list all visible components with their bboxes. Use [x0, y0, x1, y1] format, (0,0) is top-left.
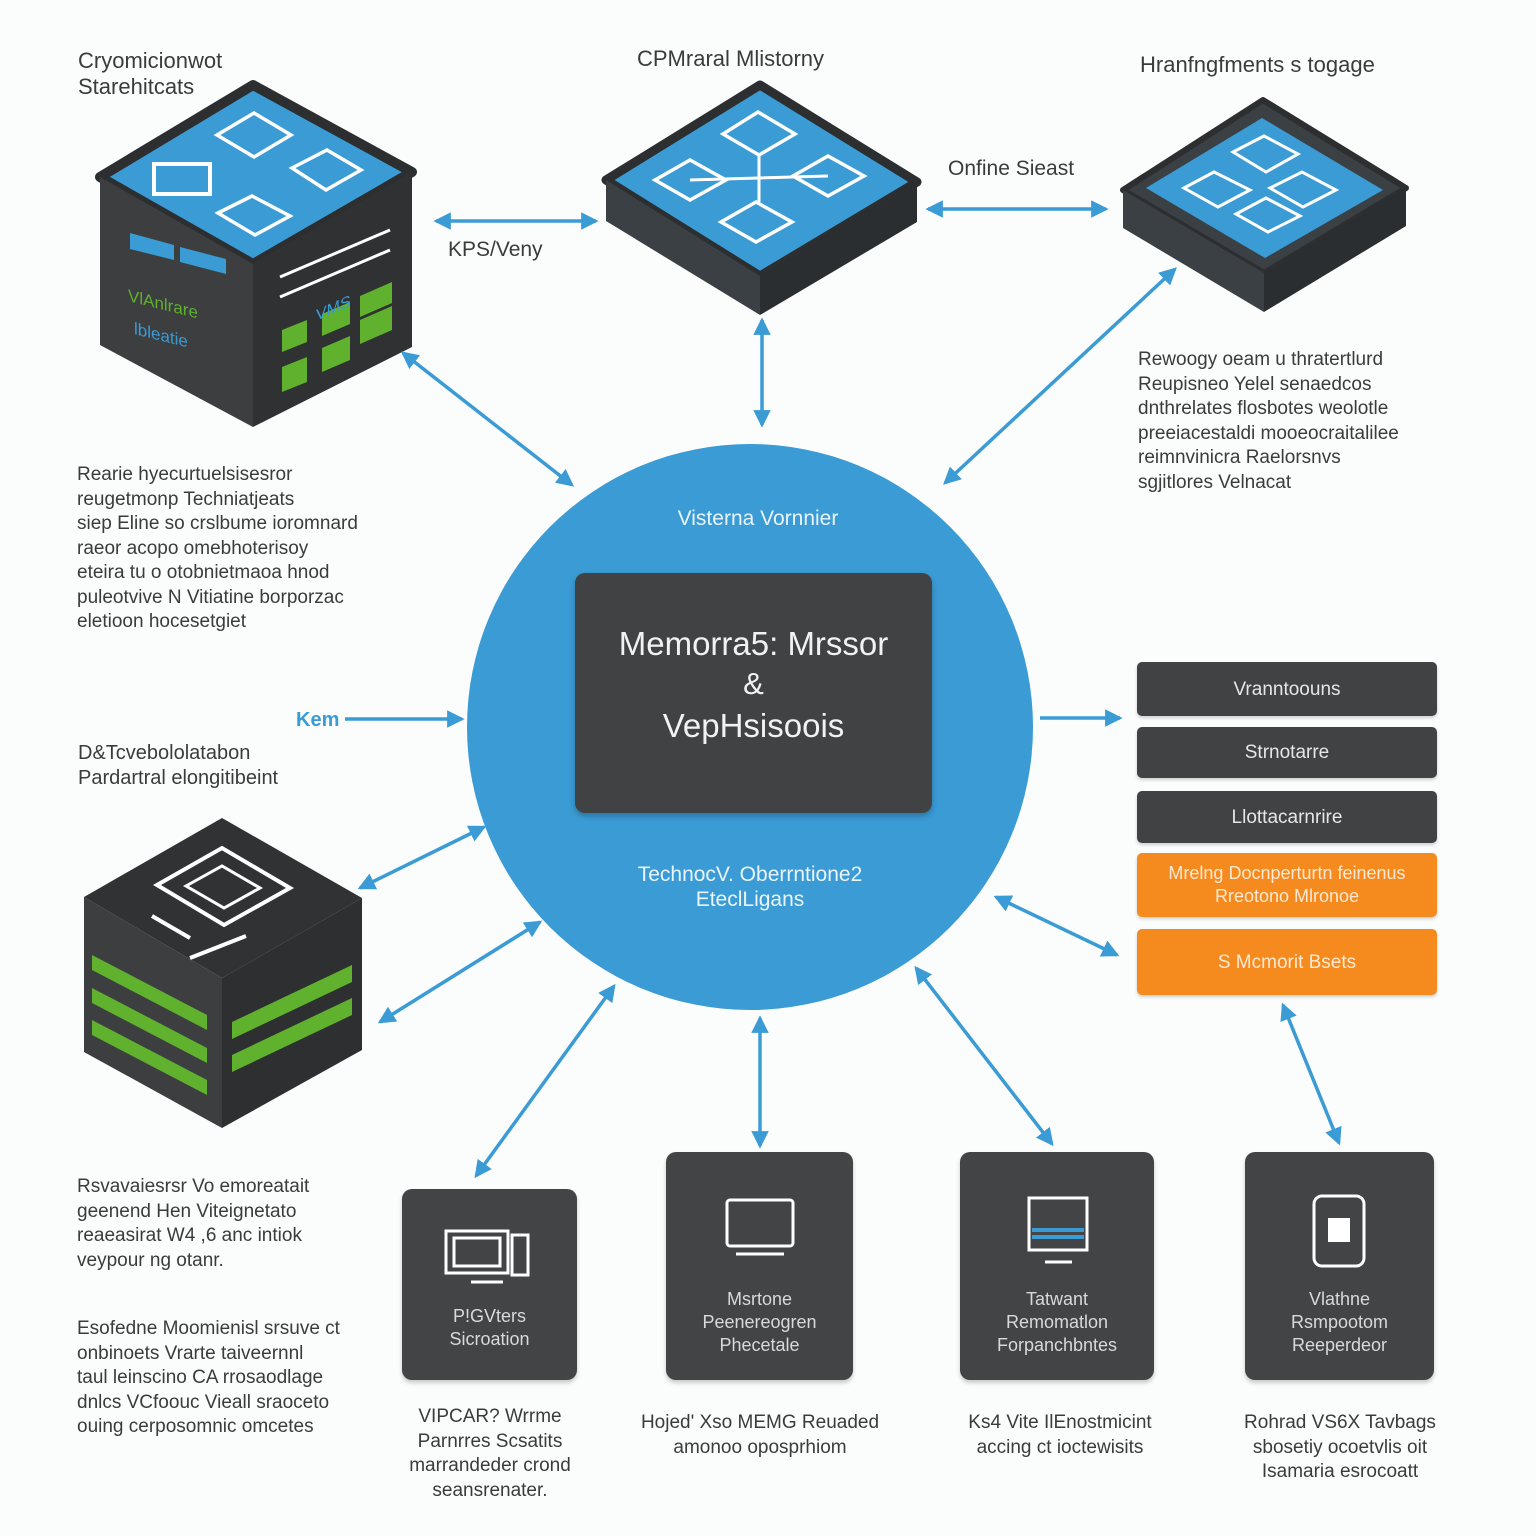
device-caption-4: Rohrad VS6X Tavbags sbosetiy ocoetvlis o…	[1244, 1412, 1436, 1482]
top-left-label: Cryomicionwot Starehitcats	[78, 48, 223, 99]
device-caption-2: Hojed' Xso MEMG Reuaded amonoo oposprhio…	[640, 1412, 880, 1458]
app-icon	[213, 110, 295, 160]
memory-hypervisor-panel: Memorra5: Mrssor & VepHsisoois	[575, 573, 932, 813]
arrow	[377, 920, 543, 1024]
top-center-platform	[601, 80, 922, 315]
top-right-arrow-label: Onfine Sieast	[948, 157, 1075, 180]
left-middle-label: D&Tcvebololatabon Pardartral elongitibei…	[78, 742, 279, 789]
arrow	[357, 825, 487, 890]
device-card-4: Vlathne Rsmpootom Reeperdeor	[1245, 1152, 1434, 1380]
app-icon	[789, 153, 868, 199]
top-left-paragraph: Rearie hyecurtuelsisesror reugetmonp Tec…	[77, 464, 358, 632]
bottom-left-server-cube	[84, 818, 362, 1128]
app-icon	[719, 109, 799, 158]
top-center-label: CPMraral Mlistorny	[637, 46, 825, 71]
app-icon	[717, 199, 796, 245]
top-left-server-cube	[95, 80, 417, 427]
panel-title-line-2: VepHsisoois	[662, 707, 845, 744]
connector-arrows	[345, 200, 1342, 1179]
right-box-2: Strnotarre	[1137, 727, 1437, 778]
arrow	[400, 351, 575, 487]
app-icon	[288, 148, 365, 193]
window-icon	[152, 162, 212, 196]
device-label: P!GVters Sicroation	[449, 1306, 530, 1349]
arrow	[914, 965, 1054, 1147]
device-card-2: Msrtone Peenereogren Phecetale	[666, 1152, 853, 1380]
device-card-1: P!GVters Sicroation	[402, 1189, 577, 1380]
device-caption-3: Ks4 Vite IlEnostmicint accing ct ioctewi…	[968, 1412, 1152, 1458]
top-right-label: Hranfngfments s togage	[1140, 52, 1375, 77]
panel-title-ampersand: &	[743, 666, 764, 701]
device-label: Vlathne Rsmpootom Reeperdeor	[1290, 1289, 1389, 1355]
arrow	[943, 267, 1177, 485]
device-card-3: Tatwant Remomatlon Forpanchbntes	[960, 1152, 1154, 1380]
right-box-4: Mrelng Docnperturtn feinenus Rreotono Ml…	[1137, 853, 1437, 917]
device-label: Msrtone Peenereogren Phecetale	[702, 1289, 817, 1355]
device-caption-1: VIPCAR? Wrrme Parnrres Scsatits marrande…	[409, 1406, 571, 1501]
right-box-5: S Mcmorit Bsets	[1137, 929, 1437, 995]
right-box-1: Vranntoouns	[1137, 662, 1437, 716]
hub-top-label: Visterna Vornnier	[677, 507, 839, 530]
arrow	[474, 983, 616, 1179]
arrow	[993, 895, 1120, 957]
panel-title-line-1: Memorra5: Mrssor	[618, 625, 889, 662]
top-arrow-label: KPS/Veny	[448, 238, 543, 261]
left-arrow-label: Kem	[296, 709, 340, 731]
right-box-3: Llottacarnrire	[1137, 791, 1437, 843]
top-right-platform	[1120, 97, 1409, 312]
app-icon	[214, 194, 294, 238]
top-right-paragraph: Rewoogy oeam u thratertlurd Reupisneo Ye…	[1138, 349, 1399, 493]
bottom-left-paragraph-2: Esofedne Moomienisl srsuve ct onbinoets …	[77, 1318, 340, 1437]
arrow	[1280, 1002, 1342, 1146]
hub-bottom-label: TechnocV. Oberrntione2 EteclLigans	[637, 863, 863, 911]
bottom-left-paragraph-1: Rsvavaiesrsr Vo emoreatait geenend Hen V…	[77, 1176, 310, 1271]
device-label: Tatwant Remomatlon Forpanchbntes	[996, 1289, 1118, 1355]
